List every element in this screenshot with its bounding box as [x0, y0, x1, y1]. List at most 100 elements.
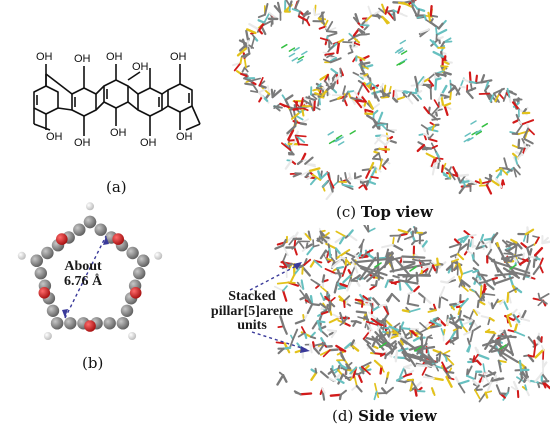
- bond-stick: [263, 12, 271, 24]
- bond-stick: [485, 184, 493, 195]
- bond-stick: [373, 390, 378, 401]
- bond-stick: [347, 229, 354, 237]
- bond-stick: [407, 290, 416, 295]
- bond-stick: [347, 90, 355, 93]
- bond-stick: [394, 48, 402, 54]
- bond-stick: [264, 3, 269, 16]
- bond-stick: [462, 235, 469, 244]
- bond-stick: [439, 41, 446, 49]
- bond-stick: [423, 106, 430, 115]
- bond-stick: [301, 266, 311, 277]
- bond-stick: [412, 2, 419, 10]
- bond-stick: [411, 380, 419, 392]
- bond-stick: [281, 289, 288, 302]
- bond-stick: [340, 354, 346, 362]
- bond-stick: [258, 76, 264, 87]
- bond-stick: [422, 376, 435, 380]
- bond-stick: [240, 52, 251, 58]
- bond-stick: [522, 233, 527, 242]
- bond-stick: [325, 190, 334, 200]
- bond-stick: [459, 300, 466, 304]
- bond-stick: [455, 85, 462, 96]
- hydrogen-atom: [128, 332, 137, 340]
- bond-stick: [300, 152, 307, 163]
- bond-stick: [509, 264, 517, 270]
- bond-stick: [445, 375, 453, 388]
- bond-stick: [511, 152, 520, 160]
- bond-stick: [353, 375, 358, 387]
- bond-stick: [370, 284, 377, 287]
- bond-stick: [412, 258, 422, 262]
- bond-stick: [406, 302, 420, 307]
- bond-stick: [465, 178, 477, 185]
- bond-stick: [475, 241, 481, 250]
- bond-stick: [440, 164, 444, 173]
- bond-stick: [355, 310, 368, 314]
- bond-stick: [384, 319, 393, 327]
- bond-stick: [379, 90, 390, 98]
- bond-stick: [319, 230, 326, 237]
- bond-stick: [375, 337, 389, 348]
- bond-stick: [326, 376, 337, 383]
- bond-stick: [529, 379, 539, 384]
- carbon-atom: [120, 304, 134, 317]
- bond-stick: [239, 56, 243, 65]
- bond-stick: [377, 334, 390, 348]
- bond-stick: [296, 159, 303, 166]
- bond-stick: [466, 318, 475, 323]
- bond-stick: [378, 303, 387, 308]
- bond-stick: [506, 87, 511, 98]
- bond-stick: [351, 257, 361, 268]
- bond-stick: [360, 64, 374, 70]
- bond-stick: [342, 273, 353, 284]
- bond-stick: [377, 111, 384, 123]
- bond-stick: [418, 231, 427, 237]
- bond-stick: [336, 40, 341, 55]
- bond-stick: [284, 159, 293, 170]
- bond-stick: [478, 178, 483, 185]
- bond-stick: [446, 318, 450, 326]
- bond-stick: [327, 85, 334, 90]
- bond-stick: [480, 240, 491, 248]
- oxygen-atom: [38, 287, 51, 299]
- bond-stick: [349, 366, 358, 375]
- bond-stick: [387, 332, 393, 344]
- bond-stick: [469, 81, 473, 92]
- bond-stick: [306, 245, 315, 256]
- bond-stick: [385, 346, 398, 357]
- bond-stick: [438, 36, 444, 40]
- bond-stick: [434, 72, 440, 78]
- bond-stick: [341, 85, 347, 97]
- bond-stick: [313, 259, 323, 268]
- bond-stick: [279, 315, 285, 328]
- bond-stick: [359, 243, 363, 254]
- bond-stick: [371, 103, 381, 110]
- bond-stick: [480, 233, 485, 242]
- bond-stick: [343, 295, 351, 302]
- bond-stick: [362, 337, 372, 345]
- hydrogen-atom: [86, 202, 94, 211]
- side-view-crystal-render: [273, 225, 550, 403]
- carbon-atom: [41, 246, 54, 260]
- bond-stick: [310, 93, 318, 100]
- bond-stick: [329, 57, 342, 64]
- bond-stick: [322, 58, 332, 64]
- bond-stick: [257, 91, 265, 99]
- bond-stick: [367, 227, 376, 233]
- bond-stick: [291, 8, 301, 13]
- bond-stick: [276, 281, 290, 285]
- carbon-atom: [64, 317, 77, 330]
- bond-stick: [457, 305, 462, 316]
- bond-stick: [453, 323, 463, 330]
- oxygen-atom: [84, 320, 96, 332]
- bond-stick: [459, 297, 469, 308]
- bond-stick: [423, 297, 426, 304]
- bond-stick: [413, 386, 418, 397]
- bond-stick: [321, 387, 326, 394]
- bond-stick: [261, 86, 271, 95]
- oh-label: OH: [170, 51, 187, 63]
- bond-stick: [511, 308, 518, 315]
- oh-label: OH: [74, 137, 91, 149]
- bond-stick: [350, 264, 357, 277]
- bond-stick: [399, 39, 407, 45]
